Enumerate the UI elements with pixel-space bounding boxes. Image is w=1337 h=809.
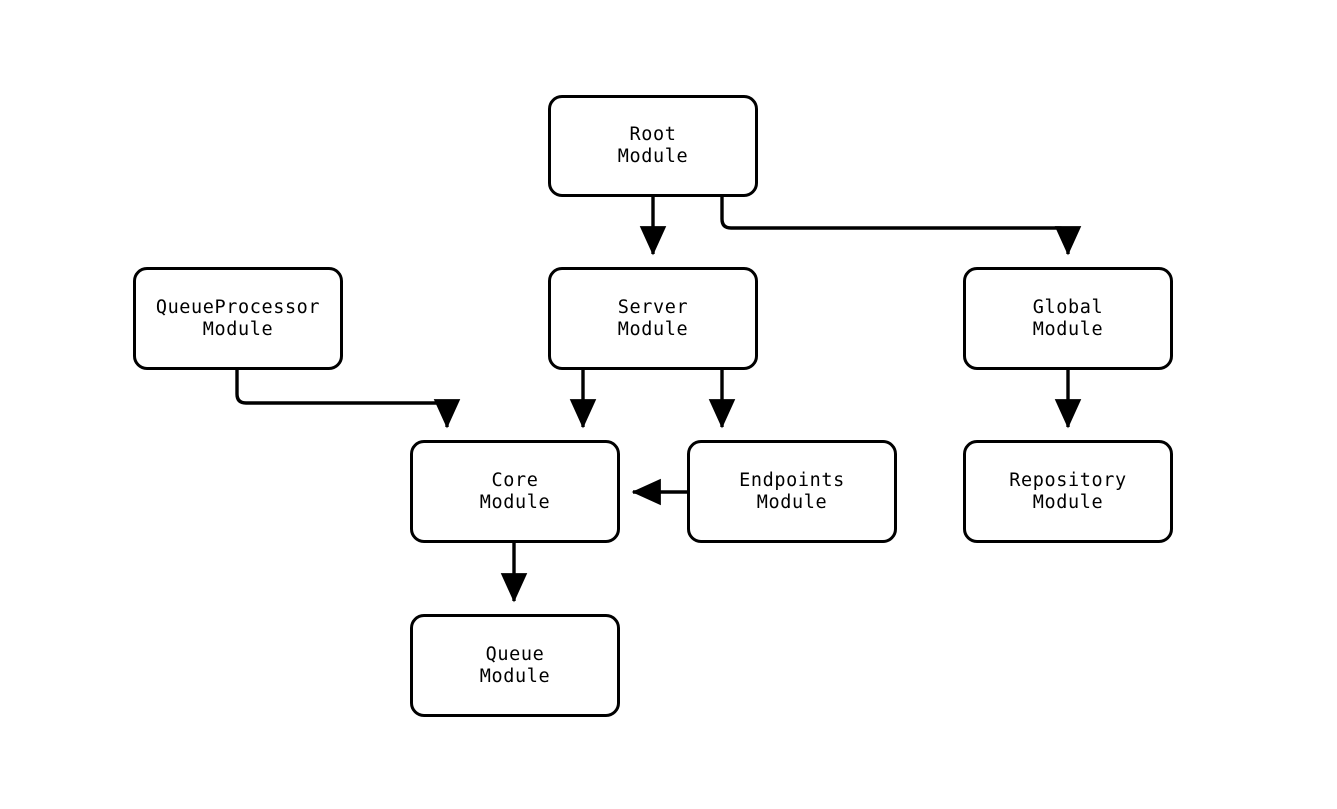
node-label-secondary: Module	[202, 318, 274, 340]
edge-root-to-global	[720, 197, 1082, 256]
node-label-primary: Server	[617, 296, 689, 318]
node-label-secondary: Module	[1032, 491, 1104, 513]
node-label-primary: Endpoints	[739, 469, 845, 491]
node-label-primary: Queue	[485, 643, 545, 665]
node-label-secondary: Module	[617, 318, 689, 340]
node-label-primary: Root	[629, 124, 677, 145]
node-label-primary: Global	[1032, 296, 1104, 318]
node-label-secondary: Module	[479, 665, 551, 687]
node-label-primary: Repository	[1009, 469, 1127, 491]
node-label-secondary: Module	[617, 146, 689, 167]
node-label-secondary: Module	[479, 491, 551, 513]
node-label-secondary: Module	[1032, 318, 1104, 340]
node-label-secondary: Module	[756, 491, 828, 513]
node-label-primary: Core	[491, 469, 539, 491]
edge-queueprocessor-to-core	[235, 370, 461, 429]
node-label-primary: QueueProcessor	[155, 296, 321, 318]
